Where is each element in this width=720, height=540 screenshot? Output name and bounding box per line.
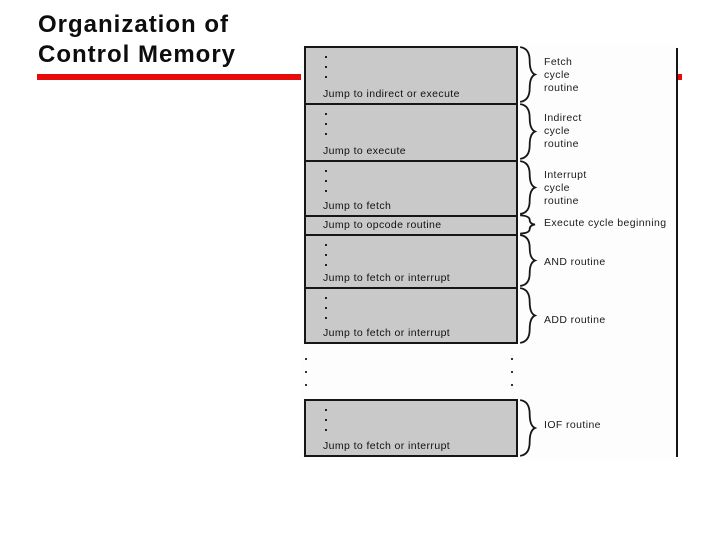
- brace-icon: [518, 160, 535, 215]
- routine-label-fetch: Fetch cycle routine: [544, 56, 579, 95]
- brace-icon: [518, 399, 535, 457]
- jump-label: Jump to indirect or execute: [323, 88, 460, 100]
- vertical-ellipsis: [325, 409, 327, 439]
- title-line-1: Organization of: [38, 11, 229, 38]
- brace-icon: [518, 287, 535, 344]
- memory-block-add: Jump to fetch or interrupt: [306, 287, 516, 342]
- page-title: Organization of Control Memory: [38, 10, 236, 70]
- title-line-2: Control Memory: [38, 41, 237, 68]
- memory-block-iof: Jump to fetch or interrupt: [304, 399, 518, 457]
- memory-block-fetch: Jump to indirect or execute: [306, 48, 516, 103]
- routine-label-indirect: Indirect cycle routine: [544, 112, 582, 151]
- figure-right-edge-line: [676, 48, 678, 457]
- routine-label-line: Fetch: [544, 56, 573, 68]
- jump-label: Jump to fetch: [323, 200, 392, 212]
- jump-label: Jump to execute: [323, 145, 407, 157]
- vertical-ellipsis: [305, 358, 307, 397]
- brace-icon: [518, 46, 535, 103]
- jump-label: Jump to opcode routine: [323, 219, 442, 231]
- routine-label-line: cycle: [544, 182, 570, 194]
- routine-label-line: routine: [544, 195, 579, 207]
- vertical-ellipsis: [511, 358, 513, 397]
- routine-label-line: cycle: [544, 125, 570, 137]
- jump-label: Jump to fetch or interrupt: [323, 327, 451, 339]
- routine-label-line: routine: [544, 138, 579, 150]
- vertical-ellipsis: [325, 244, 327, 274]
- memory-block-and: Jump to fetch or interrupt: [306, 234, 516, 287]
- routine-label-line: Indirect: [544, 112, 582, 124]
- jump-label: Jump to fetch or interrupt: [323, 272, 451, 284]
- routine-label-line: ADD routine: [544, 314, 606, 326]
- vertical-ellipsis: [325, 113, 327, 143]
- routine-label-add: ADD routine: [544, 314, 606, 327]
- brace-icon: [518, 103, 535, 160]
- vertical-ellipsis: [325, 297, 327, 327]
- routine-label-line: Interrupt: [544, 169, 587, 181]
- routine-label-and: AND routine: [544, 256, 606, 269]
- control-memory-box: Jump to indirect or execute Jump to exec…: [304, 46, 518, 344]
- routine-label-interrupt: Interrupt cycle routine: [544, 169, 587, 208]
- routine-label-line: AND routine: [544, 256, 606, 268]
- vertical-ellipsis: [325, 170, 327, 200]
- memory-block-indirect: Jump to execute: [306, 103, 516, 160]
- routine-label-execute-beginning: Execute cycle beginning: [544, 217, 666, 230]
- memory-block-opcode: Jump to opcode routine: [306, 215, 516, 234]
- brace-icon: [518, 234, 535, 287]
- brace-icon: [518, 215, 535, 234]
- memory-block-interrupt: Jump to fetch: [306, 160, 516, 215]
- routine-label-line: Execute cycle beginning: [544, 217, 667, 229]
- routine-label-line: IOF routine: [544, 419, 601, 431]
- routine-label-iof: IOF routine: [544, 419, 601, 432]
- routine-label-line: routine: [544, 82, 579, 94]
- routine-label-line: cycle: [544, 69, 570, 81]
- vertical-ellipsis: [325, 56, 327, 86]
- jump-label: Jump to fetch or interrupt: [323, 440, 451, 452]
